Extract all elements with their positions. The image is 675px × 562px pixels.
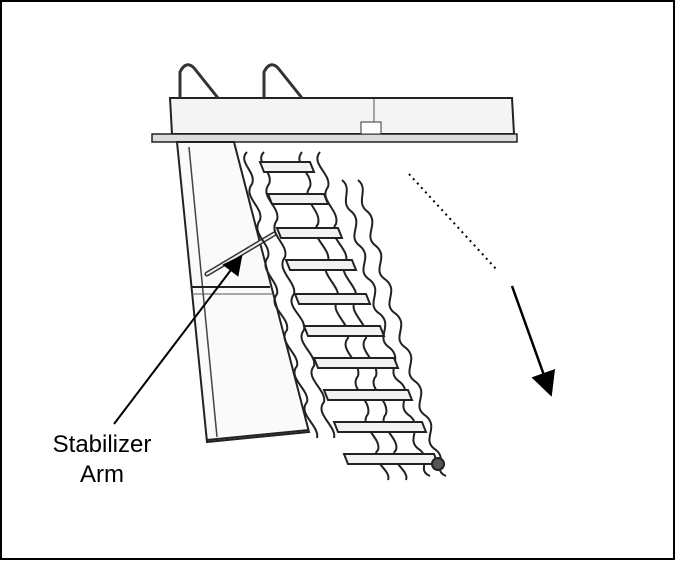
motion-arrow [510, 285, 556, 397]
callout-label-line2: Arm [80, 461, 124, 488]
motion-path-dotted [408, 173, 498, 271]
callout-leader-line [113, 254, 243, 425]
ceiling-frame [151, 97, 518, 143]
scissor-ladder [243, 151, 447, 481]
hatch-door [175, 141, 311, 444]
lift-handles [178, 63, 304, 99]
callout-label-line1: Stabilizer [52, 431, 152, 458]
